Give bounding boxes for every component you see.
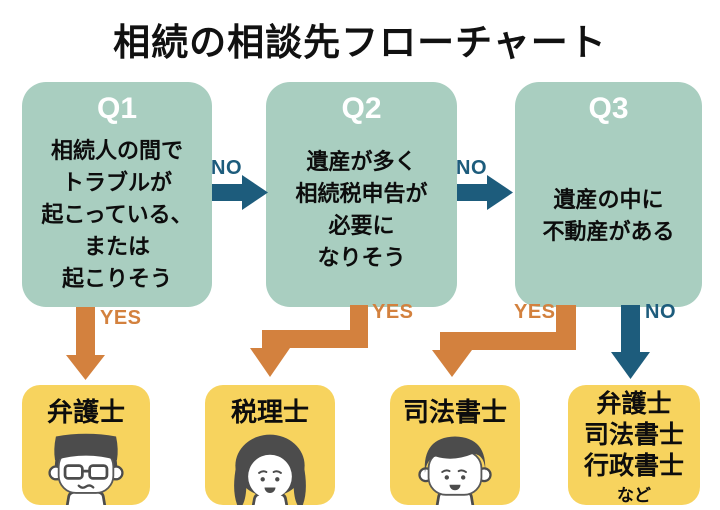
result-multi-line: 行政書士 <box>583 452 684 480</box>
woman-icon <box>234 434 306 505</box>
no-label-q3: NO <box>645 301 676 323</box>
yes-label-q3: YES <box>514 301 556 323</box>
q1-label: Q1 <box>96 92 138 125</box>
result-box-tax-accountant: 税理士 <box>205 385 335 505</box>
no-arrow-q1-to-q2 <box>212 175 268 210</box>
q3-line: 遺産の中に <box>553 187 664 212</box>
q3-line: 不動産がある <box>542 219 675 244</box>
page-title: 相続の相談先フローチャート <box>113 22 607 63</box>
no-arrow-q3-down <box>611 305 650 379</box>
result-multi-line: 弁護士 <box>596 390 672 418</box>
q1-line: 起こっている、 <box>41 202 193 227</box>
q1-line: 起こりそう <box>61 266 172 291</box>
q2-line: 必要に <box>328 213 395 238</box>
q2-text: 遺産が多く 相続税申告が 必要に なりそう <box>266 146 457 274</box>
question-box-q3: Q3 遺産の中に 不動産がある <box>515 82 702 307</box>
no-arrow-q2-to-q3 <box>457 175 513 210</box>
result-multi-line: 司法書士 <box>583 421 684 449</box>
q1-line: または <box>83 234 150 259</box>
q1-text: 相続人の間で トラブルが 起こっている、 または 起こりそう <box>22 135 212 295</box>
q2-line: なりそう <box>317 245 406 270</box>
yes-arrow-q1-down <box>66 307 105 380</box>
young-man-icon <box>418 436 492 505</box>
result-tax-title: 税理士 <box>230 397 309 427</box>
yes-label-q2: YES <box>372 301 414 323</box>
question-box-q1: Q1 相続人の間で トラブルが 起こっている、 または 起こりそう <box>22 82 212 307</box>
question-box-q2: Q2 遺産が多く 相続税申告が 必要に なりそう <box>266 82 457 307</box>
result-multi-note: など <box>617 486 651 505</box>
no-label-q1: NO <box>211 157 242 179</box>
q1-line: トラブルが <box>61 170 172 195</box>
q2-label: Q2 <box>341 92 382 125</box>
result-box-multiple: 弁護士 司法書士 行政書士 など <box>568 385 700 505</box>
q3-text: 遺産の中に 不動産がある <box>515 184 702 248</box>
q2-line: 遺産が多く <box>306 149 417 174</box>
result-box-judicial-scrivener: 司法書士 <box>390 385 520 505</box>
no-label-q2: NO <box>456 157 487 179</box>
result-box-lawyer: 弁護士 <box>22 385 150 505</box>
yes-arrow-q2-elbow <box>250 305 368 377</box>
q1-line: 相続人の間で <box>50 138 183 163</box>
q2-line: 相続税申告が <box>295 181 428 206</box>
q3-label: Q3 <box>588 92 629 125</box>
result-multi-lines: 弁護士 司法書士 行政書士 <box>568 385 700 482</box>
yes-arrow-q3-elbow <box>432 305 576 377</box>
yes-label-q1: YES <box>100 307 142 329</box>
result-lawyer-title: 弁護士 <box>46 397 125 427</box>
lawyer-glasses-man-icon <box>48 433 124 505</box>
result-judicial-title: 司法書士 <box>402 397 507 427</box>
